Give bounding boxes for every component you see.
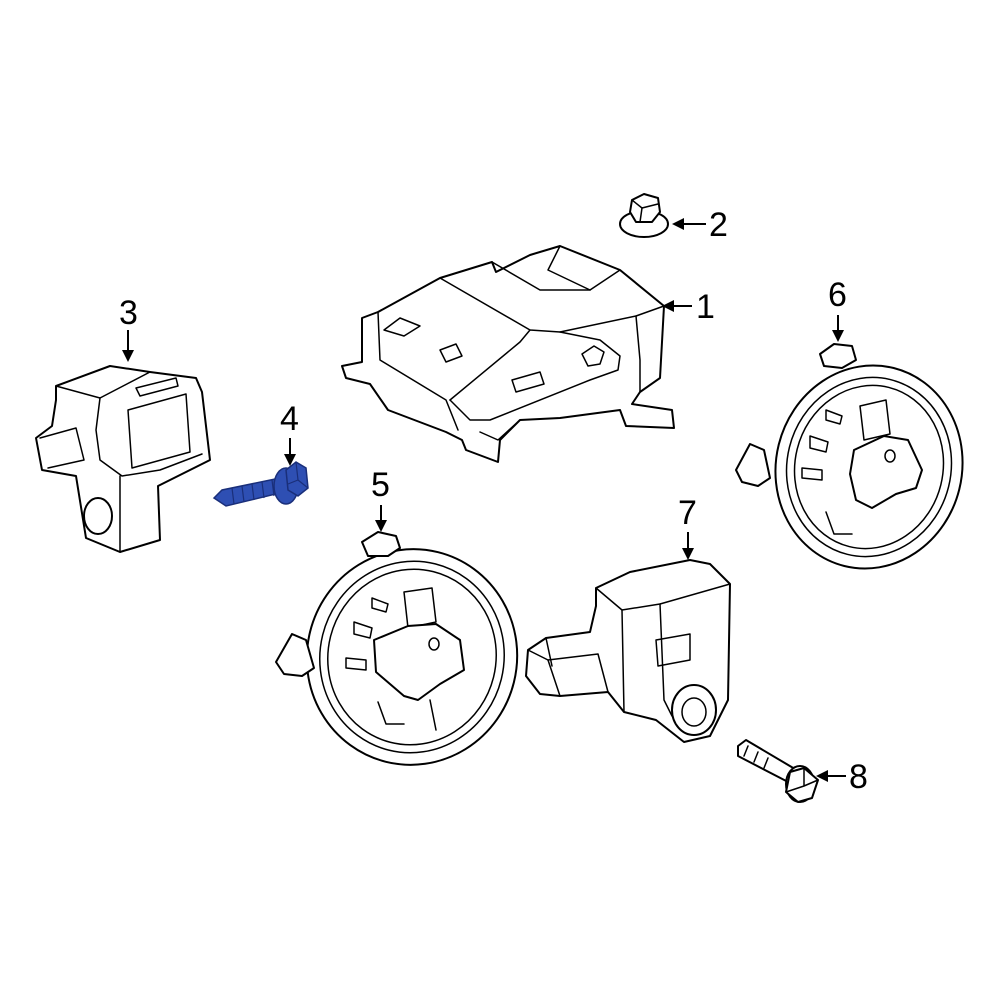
callout-4: 4	[280, 400, 299, 466]
part-1-control-module[interactable]	[341, 245, 675, 463]
part-4-bolt-highlighted[interactable]	[212, 461, 309, 507]
part-3-sensor[interactable]	[35, 365, 211, 553]
callout-3: 3	[119, 294, 138, 362]
callout-1: 1	[662, 288, 715, 326]
callout-7-label: 7	[678, 494, 697, 532]
callout-1-label: 1	[696, 288, 715, 326]
callout-6-label: 6	[828, 276, 847, 314]
part-6-sensor-ring[interactable]	[735, 343, 984, 588]
callout-5: 5	[371, 466, 390, 532]
part-2-flange-nut[interactable]	[619, 193, 669, 238]
callout-8-label: 8	[849, 758, 868, 796]
callout-2-label: 2	[709, 206, 728, 244]
callout-7: 7	[678, 494, 697, 560]
callout-3-label: 3	[119, 294, 138, 332]
callout-5-label: 5	[371, 466, 390, 504]
part-7-sensor[interactable]	[525, 559, 731, 743]
part-4-bolt-thread	[231, 479, 275, 505]
callout-4-label: 4	[280, 400, 299, 438]
part-8-bolt[interactable]	[737, 739, 819, 803]
callout-8: 8	[816, 758, 868, 796]
callout-2: 2	[672, 206, 728, 244]
callout-6: 6	[828, 276, 847, 342]
part-5-sensor-ring[interactable]	[275, 527, 540, 787]
